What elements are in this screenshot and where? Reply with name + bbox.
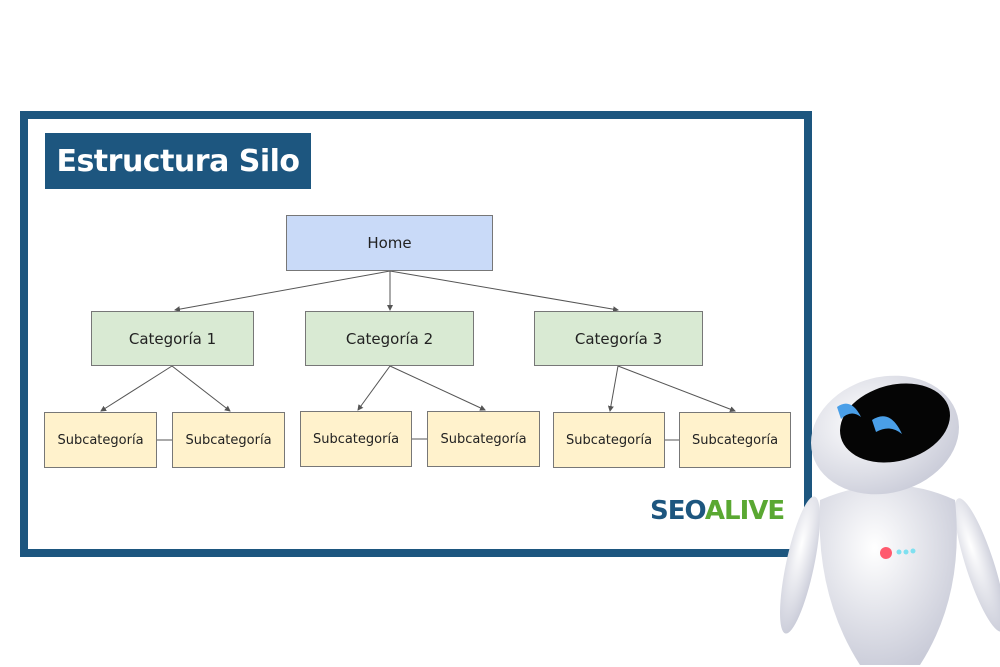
edge-home-cat3 <box>389 270 619 313</box>
node-subcategory: Subcategoría <box>172 412 285 468</box>
edge-cat2-sub3 <box>357 365 391 411</box>
node-category-3: Categoría 3 <box>534 311 703 366</box>
node-category-2: Categoría 2 <box>305 311 474 366</box>
node-category-1: Categoría 1 <box>91 311 254 366</box>
edge-home-cat1 <box>174 270 391 313</box>
node-home: Home <box>286 215 493 271</box>
robot-mascot-icon <box>780 375 1000 665</box>
node-subcategory: Subcategoría <box>427 411 540 467</box>
edge-cat2-sub4 <box>389 365 486 411</box>
seoalive-logo: SEOALIVE <box>650 496 785 526</box>
slide-title: Estructura Silo <box>45 133 311 189</box>
edge-cat3-sub5 <box>607 365 619 412</box>
node-subcategory: Subcategoría <box>679 412 791 468</box>
edge-cat1-sub1 <box>100 365 173 412</box>
edge-cat1-sub2 <box>171 365 231 412</box>
node-subcategory: Subcategoría <box>553 412 665 468</box>
node-subcategory: Subcategoría <box>300 411 412 467</box>
node-subcategory: Subcategoría <box>44 412 157 468</box>
edge-cat3-sub6 <box>617 365 736 413</box>
